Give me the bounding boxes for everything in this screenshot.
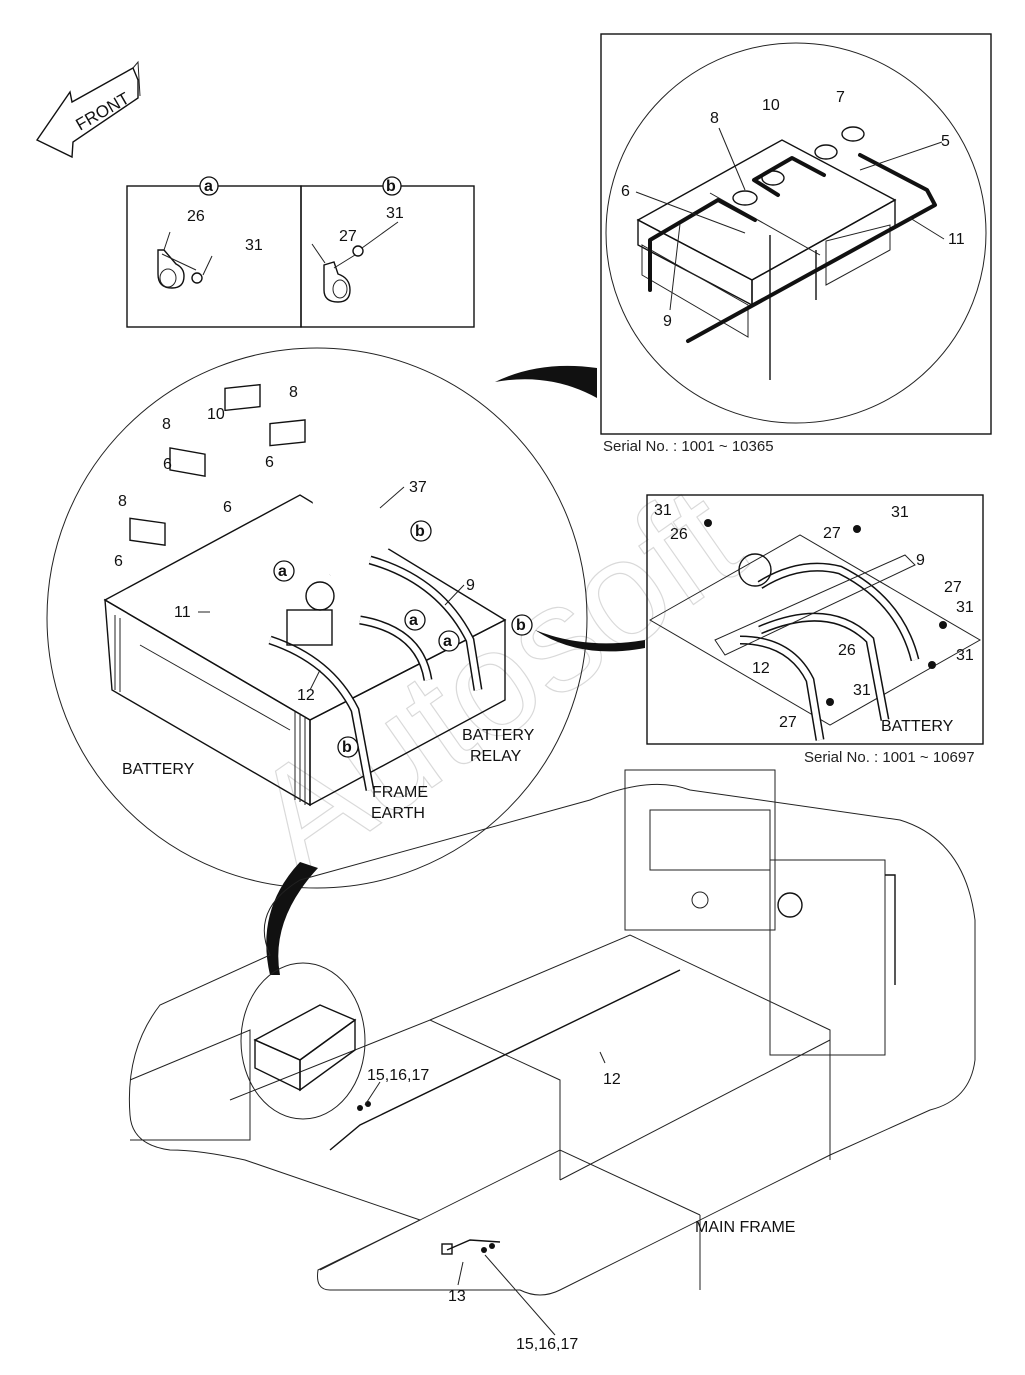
inset-top-right: 7 10 8 5 6 11 9 Serial No. : 1001 ~ 1036…	[600, 33, 992, 455]
part-label: 31	[956, 599, 974, 616]
battery-caption: BATTERY	[122, 761, 195, 778]
part-label: 31	[654, 502, 672, 519]
battery-caption: BATTERY	[881, 718, 954, 735]
zoom-connector	[535, 630, 645, 652]
part-label: 6	[621, 183, 630, 200]
main-detail-circle: 8 10 8 8 6 6 6 6 37 11 12 9 b a a a b b …	[46, 347, 588, 889]
part-label: 5	[941, 133, 950, 150]
front-arrow-icon: FRONT	[35, 60, 141, 159]
part-label: 10	[762, 97, 780, 114]
watermark: Autosoft	[221, 452, 769, 906]
part-label: 11	[948, 231, 965, 248]
part-label: 12	[752, 660, 770, 677]
part-label: 12	[603, 1071, 621, 1088]
svg-text:a: a	[278, 563, 287, 580]
part-label: 9	[663, 313, 672, 330]
part-label: 31	[891, 504, 909, 521]
machine-overview: 15,16,17 12 13 15,16,17 MAIN FRAME	[128, 769, 976, 1353]
callout-b-icon: b	[410, 520, 432, 542]
callout-b-icon: b	[511, 614, 533, 636]
zoom-connector	[495, 365, 597, 398]
part-label: 26	[838, 642, 856, 659]
part-label: 7	[836, 89, 845, 106]
part-label: 26	[670, 526, 688, 543]
part-label: 31	[386, 205, 404, 222]
inset-mid-right: 31 26 27 31 9 27 31 12 26 31 31 27 BATTE…	[646, 494, 984, 766]
callout-a-icon: a	[404, 609, 426, 631]
part-label: 9	[466, 577, 475, 594]
svg-text:a: a	[443, 633, 452, 650]
part-label: 31	[853, 682, 871, 699]
part-label: 37	[409, 479, 427, 496]
part-label: 15,16,17	[367, 1067, 429, 1084]
part-label: 12	[297, 687, 315, 704]
part-label: 31	[956, 647, 974, 664]
serial-number-mid: Serial No. : 1001 ~ 10697	[804, 749, 975, 766]
svg-text:b: b	[415, 523, 425, 540]
part-label: 13	[448, 1288, 466, 1305]
part-label: 15,16,17	[516, 1336, 578, 1353]
terminal-cover-icon	[129, 383, 306, 546]
part-label: 8	[289, 384, 298, 401]
front-label: FRONT	[73, 89, 133, 135]
clamp-icon	[157, 231, 213, 289]
serial-number-top: Serial No. : 1001 ~ 10365	[603, 438, 774, 455]
svg-text:b: b	[516, 617, 526, 634]
part-label: 27	[944, 579, 962, 596]
part-label: 8	[118, 493, 127, 510]
part-label: 8	[162, 416, 171, 433]
frame-earth-caption: FRAME	[372, 784, 428, 801]
part-label: 27	[779, 714, 797, 731]
battery-relay-caption: RELAY	[470, 748, 522, 765]
part-label: 6	[223, 499, 232, 516]
svg-text:b: b	[342, 739, 352, 756]
part-label: 27	[339, 228, 357, 245]
part-label: 11	[174, 604, 191, 621]
part-label: 8	[710, 110, 719, 127]
svg-text:a: a	[409, 612, 418, 629]
frame-earth-caption: EARTH	[371, 805, 425, 822]
callout-a-badge	[199, 176, 219, 196]
detail-box-a: a 26 31 b 31 27	[126, 176, 475, 328]
part-label: 26	[187, 208, 205, 225]
part-label: 6	[114, 553, 123, 570]
callout-a-icon: a	[273, 560, 295, 582]
battery-relay-caption: BATTERY	[462, 727, 535, 744]
part-label: 6	[163, 456, 172, 473]
callout-a-label: a	[204, 178, 213, 195]
callout-b-icon: b	[337, 736, 359, 758]
callout-b-badge	[382, 176, 402, 196]
svg-text:Autosoft: Autosoft	[222, 453, 769, 906]
main-frame-caption: MAIN FRAME	[695, 1219, 795, 1236]
part-label: 6	[265, 454, 274, 471]
callout-b-label: b	[386, 178, 396, 195]
part-label: 9	[916, 552, 925, 569]
clamp-icon	[311, 221, 399, 303]
callout-a-icon: a	[438, 630, 460, 652]
part-label: 27	[823, 525, 841, 542]
part-label: 31	[245, 237, 263, 254]
part-label: 10	[207, 406, 225, 423]
